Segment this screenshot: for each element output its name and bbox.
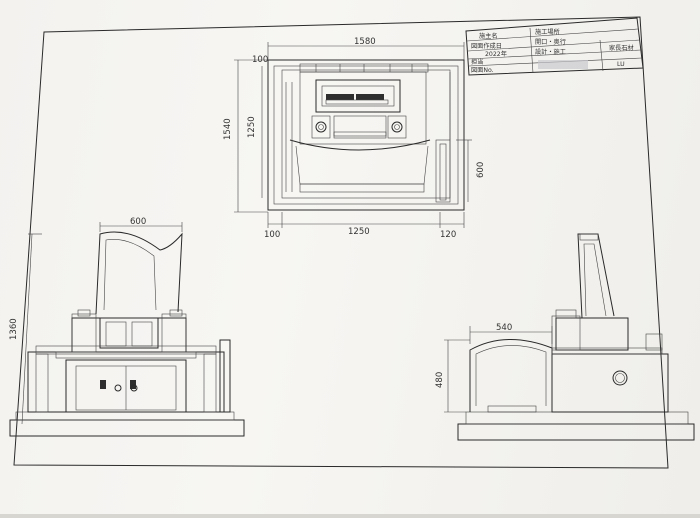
dim-plan-bottom-right: 120: [440, 230, 456, 240]
tb-date-label: 図面作成日: [471, 42, 502, 50]
tb-drawing-no-label: 図面No.: [471, 67, 494, 74]
dim-plan-inner-height: 1250: [247, 116, 257, 138]
dim-plan-width: 1580: [354, 37, 376, 47]
dim-front-height: 1360: [9, 318, 19, 340]
tb-site-label: 施工場所: [535, 28, 560, 36]
drawing-border: [13, 16, 669, 469]
tb-staff-label: 担当: [471, 58, 483, 66]
dim-plan-bottom-mid: 1250: [348, 227, 370, 237]
tb-code: LU: [617, 61, 625, 68]
plan-view: 1580 100 1540 1250 600 100 1250 120: [223, 37, 486, 240]
tb-company: 家長石材: [609, 44, 634, 52]
tb-date-value: 2022年: [485, 50, 507, 58]
dim-plan-bottom-left: 100: [264, 230, 280, 240]
tb-size-label: 開口・奥行: [535, 38, 566, 46]
dim-side-width: 540: [496, 323, 512, 333]
tb-owner-label: 施主名: [479, 32, 498, 40]
front-elevation: 600 1360: [9, 217, 245, 437]
dim-side-height: 480: [435, 372, 445, 388]
dim-plan-side: 600: [476, 162, 486, 178]
blurred-redaction: [538, 60, 588, 69]
tb-design-label: 設計・施工: [535, 48, 566, 56]
dim-front-stone-width: 600: [130, 217, 146, 227]
dim-plan-height: 1540: [223, 118, 233, 140]
side-elevation: 540 480: [435, 233, 695, 441]
title-block: 施主名 施工場所 図面作成日 2022年 開口・奥行 設計・施工 家長石材 担当…: [465, 17, 644, 76]
